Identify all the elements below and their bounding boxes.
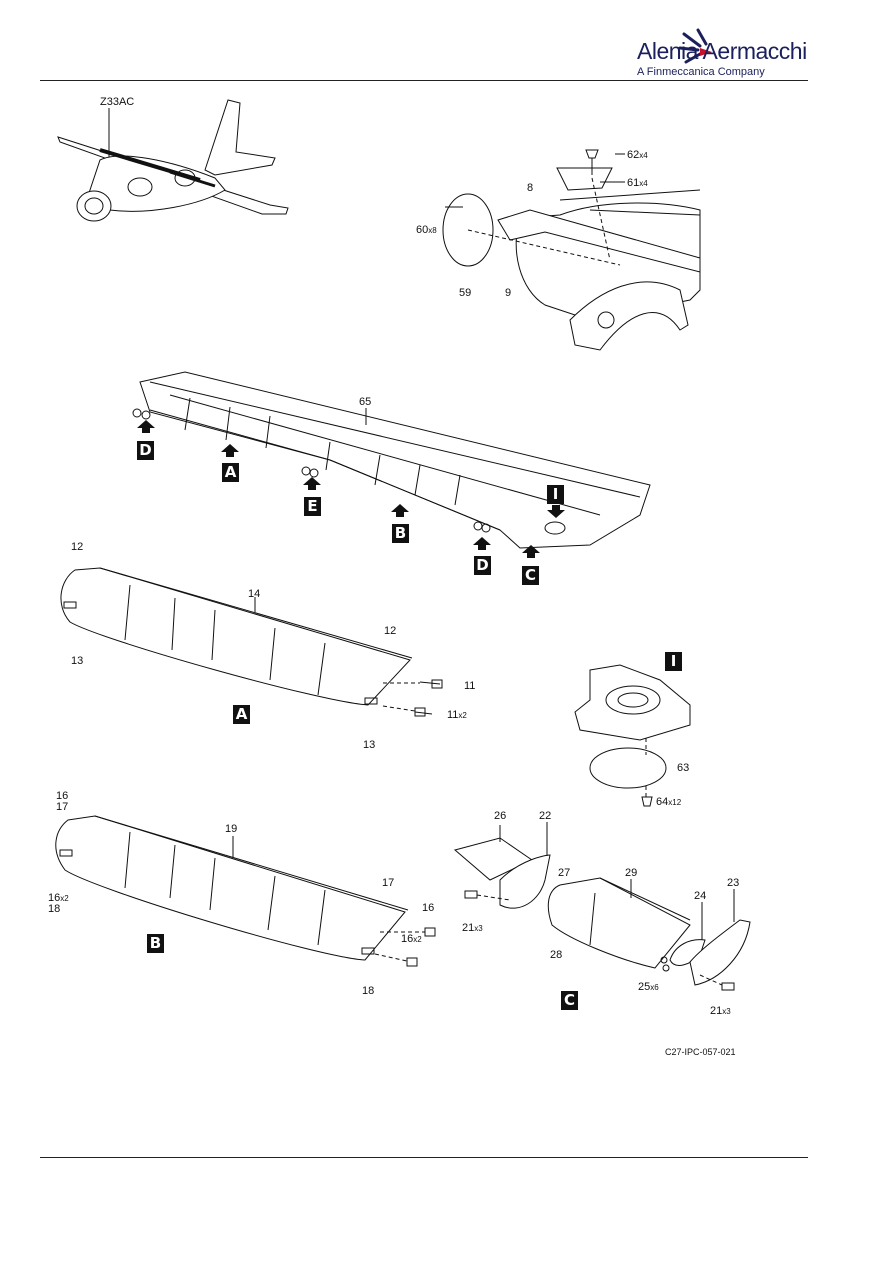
fairing-detail	[442, 149, 701, 351]
view-arrows	[137, 420, 565, 558]
callout-8: 8	[527, 182, 534, 194]
callout-11: 11	[464, 680, 476, 692]
callout-12-left: 12	[71, 541, 84, 553]
callout-11-x2: 11x2	[447, 709, 467, 721]
callout-65: 65	[359, 396, 372, 408]
callout-60: 60x8	[416, 224, 437, 236]
callout-26: 26	[494, 810, 507, 822]
detail-tag-a-panel: A	[233, 705, 250, 724]
detail-tag-b-panel: B	[147, 934, 164, 953]
callout-12-right: 12	[384, 625, 397, 637]
footer-rule	[40, 1157, 808, 1158]
aircraft-locator-view	[57, 99, 289, 222]
detail-tag-d-right: D	[474, 556, 491, 575]
company-logo-mark	[678, 28, 712, 64]
brand-subtitle: A Finmeccanica Company	[637, 66, 765, 78]
callout-21-right: 21x3	[710, 1005, 731, 1017]
detail-tag-c-flap: C	[522, 566, 539, 585]
brand-name: Alenia Aermacchi	[637, 38, 807, 64]
detail-tag-i-panel: I	[665, 652, 682, 671]
callout-28: 28	[550, 949, 563, 961]
callout-16-right: 16	[422, 902, 435, 914]
callout-61: 61x4	[627, 177, 648, 189]
callout-25: 25x6	[638, 981, 659, 993]
callout-23: 23	[727, 877, 740, 889]
detail-tag-b-flap: B	[392, 524, 409, 543]
callout-17-top: 17	[56, 801, 69, 813]
detail-i-panel	[574, 664, 691, 807]
callout-16-right-x2: 16x2	[401, 933, 422, 945]
callout-9: 9	[505, 287, 512, 299]
detail-tag-a-flap: A	[222, 463, 239, 482]
detail-tag-e: E	[304, 497, 321, 516]
callout-18-right: 18	[362, 985, 375, 997]
aircraft-zone-label: Z33AC	[100, 96, 135, 108]
panel-a	[60, 567, 443, 717]
callout-24: 24	[694, 890, 707, 902]
figure-reference: C27-IPC-057-021	[665, 1047, 736, 1057]
callout-22: 22	[539, 810, 552, 822]
detail-tag-i-flap: I	[547, 485, 564, 504]
header-rule	[40, 80, 808, 81]
callout-13-left: 13	[71, 655, 84, 667]
detail-c-parts	[453, 822, 751, 991]
callout-29: 29	[625, 867, 638, 879]
callout-17-right: 17	[382, 877, 395, 889]
detail-tag-c-panel: C	[561, 991, 578, 1010]
callout-13-right: 13	[363, 739, 376, 751]
callout-16-top: 16	[56, 790, 69, 802]
callout-27: 27	[558, 867, 571, 879]
detail-tag-d-left: D	[137, 441, 154, 460]
flap-assembly-65	[132, 371, 651, 549]
panel-b	[55, 815, 436, 967]
callout-14: 14	[248, 588, 261, 600]
callout-19: 19	[225, 823, 238, 835]
callout-64: 64x12	[656, 796, 682, 808]
callout-59: 59	[459, 287, 472, 299]
callout-63: 63	[677, 762, 690, 774]
callout-16-bottom-x2: 16x2	[48, 892, 69, 904]
callout-18-left: 18	[48, 903, 61, 915]
callout-21-left: 21x3	[462, 922, 483, 934]
callout-62: 62x4	[627, 149, 648, 161]
